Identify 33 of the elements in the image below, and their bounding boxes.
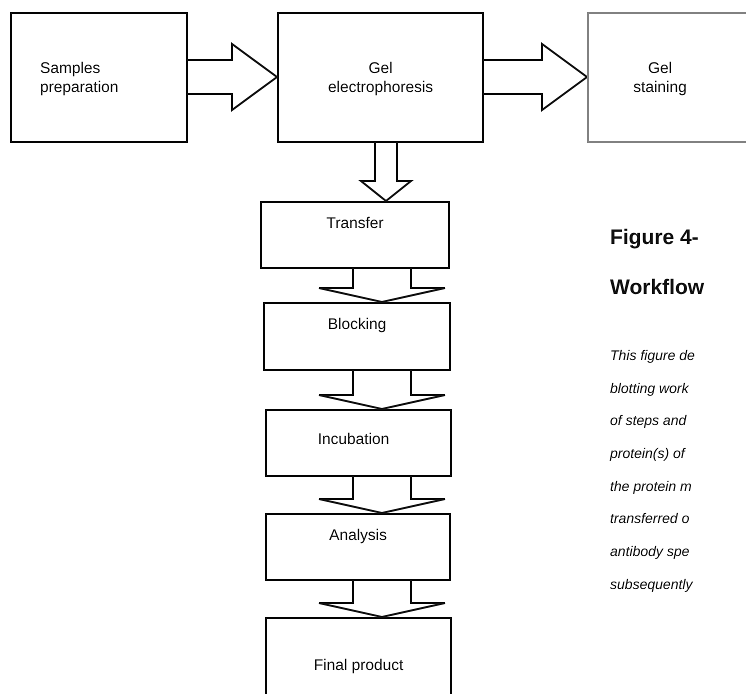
step-label: Gel staining (632, 58, 688, 96)
step-label: Transfer (326, 214, 384, 233)
caption-text: This figure de (610, 347, 695, 363)
step-label: Blocking (328, 315, 386, 334)
process-box (265, 409, 452, 477)
step-label: Analysis (329, 526, 387, 545)
figure-title: Figure 4- (610, 226, 699, 250)
process-box (263, 302, 451, 371)
caption-text: protein(s) of (610, 445, 685, 461)
step-label: Incubation (318, 430, 390, 449)
block-arrow (318, 370, 446, 410)
caption-text: antibody spe (610, 543, 690, 559)
process-box (587, 12, 746, 143)
process-box (260, 201, 450, 269)
caption-text: of steps and (610, 412, 686, 428)
caption-text: blotting work (610, 380, 689, 396)
process-box (277, 12, 484, 143)
step-label: Gel electrophoresis (326, 58, 434, 96)
figure-title: Workflow (610, 276, 704, 300)
block-arrow (358, 142, 414, 202)
block-arrow (318, 580, 446, 618)
process-box (265, 617, 452, 694)
caption-text: transferred o (610, 510, 690, 526)
process-box (265, 513, 451, 581)
block-arrow (318, 268, 446, 304)
block-arrow (187, 42, 279, 112)
block-arrow (318, 476, 446, 514)
step-label: Samples preparation (40, 58, 120, 96)
step-label: Final product (314, 656, 404, 675)
block-arrow (483, 42, 589, 112)
caption-text: the protein m (610, 478, 692, 494)
process-box (10, 12, 188, 143)
caption-text: subsequently (610, 576, 693, 592)
